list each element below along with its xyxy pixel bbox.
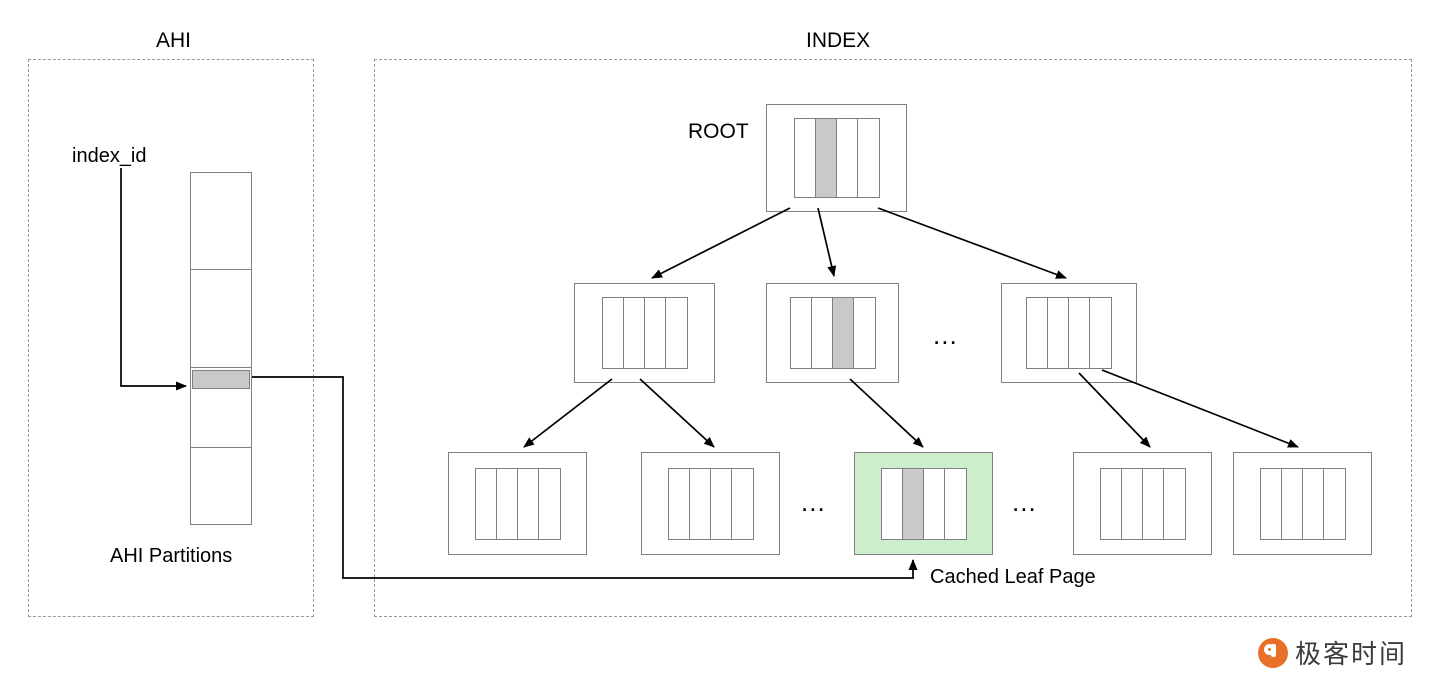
ahi-partition-cell[interactable] bbox=[191, 448, 251, 525]
node-cell[interactable] bbox=[836, 119, 858, 197]
root-to-internal-arrows bbox=[651, 207, 1067, 279]
internal-node-1[interactable] bbox=[574, 283, 715, 383]
leaf-node-1[interactable] bbox=[448, 452, 587, 555]
node-cell[interactable] bbox=[790, 298, 812, 368]
leaf-node-5-cells bbox=[1259, 467, 1346, 540]
node-cell[interactable] bbox=[1121, 468, 1143, 539]
internal-level-ellipsis: ... bbox=[933, 320, 958, 350]
index-group-title: INDEX bbox=[806, 29, 871, 52]
leaf-node-4-cells bbox=[1099, 467, 1186, 540]
node-cell[interactable] bbox=[1069, 298, 1090, 368]
node-cell-highlighted[interactable] bbox=[832, 298, 854, 368]
node-cell[interactable] bbox=[857, 119, 879, 197]
geektime-logo-icon bbox=[1258, 637, 1288, 668]
node-cell[interactable] bbox=[1281, 468, 1303, 539]
internal-node-3-cells bbox=[1026, 297, 1112, 369]
internal-node-2[interactable] bbox=[766, 283, 899, 383]
node-cell[interactable] bbox=[1260, 468, 1282, 539]
ahi-partition-cell[interactable] bbox=[191, 270, 251, 368]
node-cell[interactable] bbox=[1027, 298, 1048, 368]
node-cell[interactable] bbox=[602, 298, 624, 368]
ahi-partitions-label: AHI Partitions bbox=[110, 545, 233, 567]
node-cell[interactable] bbox=[794, 119, 816, 197]
internal-1-to-leaf-arrows bbox=[523, 378, 715, 448]
node-cell[interactable] bbox=[517, 468, 539, 539]
node-cell[interactable] bbox=[1142, 468, 1164, 539]
node-cell[interactable] bbox=[923, 468, 945, 539]
internal-node-2-cells bbox=[789, 297, 876, 369]
leaf-level-ellipsis-left: ... bbox=[801, 487, 826, 517]
ahi-partitions-column bbox=[190, 172, 252, 525]
leaf-node-2-cells bbox=[667, 467, 754, 540]
index-id-pointer-arrow bbox=[120, 168, 187, 391]
ahi-highlighted-partition-bar bbox=[192, 369, 250, 389]
node-cell[interactable] bbox=[731, 468, 753, 539]
watermark-text: 极客时间 bbox=[1295, 640, 1408, 670]
ahi-group-title: AHI bbox=[156, 29, 192, 52]
internal-3-to-leaf-arrows bbox=[1078, 369, 1299, 448]
node-cell-highlighted[interactable] bbox=[815, 119, 837, 197]
root-node-cells bbox=[793, 118, 880, 198]
leaf-node-1-cells bbox=[474, 467, 561, 540]
index-id-label: index_id bbox=[72, 145, 147, 167]
cached-leaf-page-label: Cached Leaf Page bbox=[930, 566, 1096, 588]
leaf-node-5[interactable] bbox=[1233, 452, 1372, 555]
node-cell[interactable] bbox=[668, 468, 690, 539]
node-cell[interactable] bbox=[1048, 298, 1069, 368]
node-cell[interactable] bbox=[475, 468, 497, 539]
node-cell[interactable] bbox=[811, 298, 833, 368]
internal-node-1-cells bbox=[601, 297, 688, 369]
root-label: ROOT bbox=[688, 120, 749, 143]
internal-2-to-cached-leaf-arrow bbox=[849, 378, 924, 448]
node-cell[interactable] bbox=[881, 468, 903, 539]
node-cell[interactable] bbox=[1163, 468, 1185, 539]
node-cell[interactable] bbox=[1323, 468, 1345, 539]
leaf-node-4[interactable] bbox=[1073, 452, 1212, 555]
node-cell[interactable] bbox=[1090, 298, 1111, 368]
watermark: 极客时间 bbox=[1258, 634, 1407, 671]
root-node[interactable] bbox=[766, 104, 907, 212]
leaf-node-2[interactable] bbox=[641, 452, 780, 555]
node-cell[interactable] bbox=[644, 298, 666, 368]
ahi-partition-cell[interactable] bbox=[191, 173, 251, 271]
node-cell[interactable] bbox=[665, 298, 687, 368]
node-cell[interactable] bbox=[1100, 468, 1122, 539]
node-cell[interactable] bbox=[853, 298, 875, 368]
index-group-box bbox=[374, 59, 1412, 617]
leaf-level-ellipsis-right: ... bbox=[1012, 487, 1037, 517]
node-cell[interactable] bbox=[1302, 468, 1324, 539]
ahi-to-cached-page-connector bbox=[252, 376, 918, 579]
internal-node-3[interactable] bbox=[1001, 283, 1137, 383]
node-cell-highlighted[interactable] bbox=[902, 468, 924, 539]
node-cell[interactable] bbox=[944, 468, 966, 539]
node-cell[interactable] bbox=[710, 468, 732, 539]
ahi-partition-cell-highlighted[interactable] bbox=[191, 367, 251, 449]
node-cell[interactable] bbox=[538, 468, 560, 539]
ahi-group-box bbox=[28, 59, 314, 617]
node-cell[interactable] bbox=[496, 468, 518, 539]
leaf-node-cached-cells bbox=[880, 467, 967, 540]
node-cell[interactable] bbox=[689, 468, 711, 539]
node-cell[interactable] bbox=[623, 298, 645, 368]
leaf-node-cached[interactable] bbox=[854, 452, 993, 555]
